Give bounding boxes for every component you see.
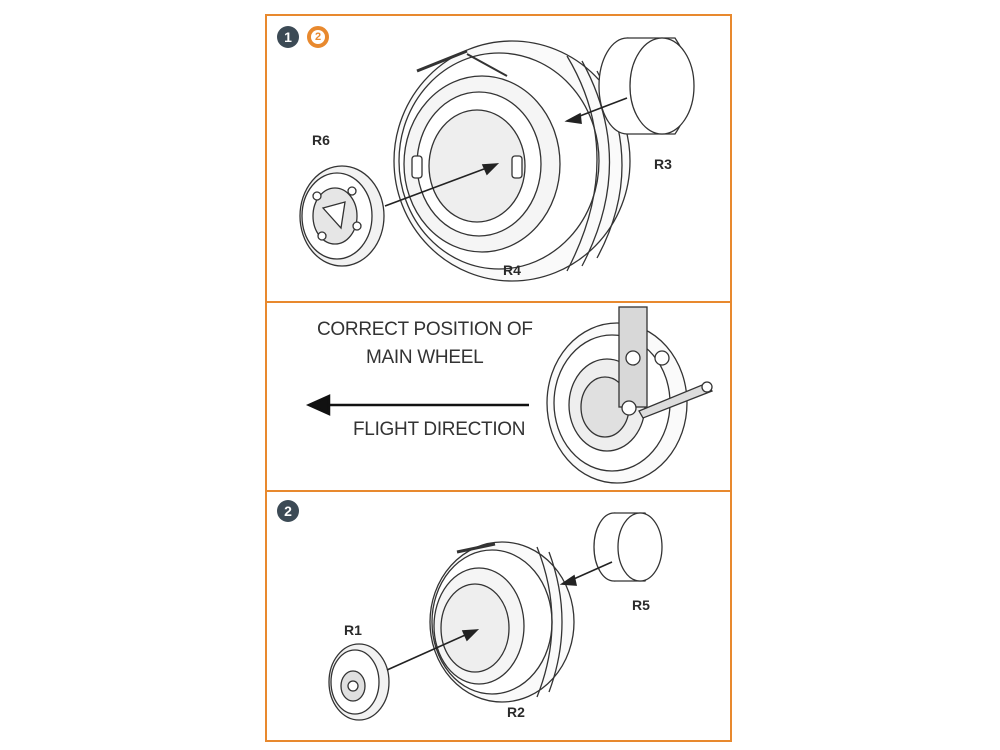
step-2-number: 2 <box>284 503 292 519</box>
main-wheel-drawing <box>305 306 713 484</box>
flight-direction-arrow <box>305 394 529 416</box>
step-1-drawing <box>299 37 695 282</box>
step-2-arrows <box>386 561 613 671</box>
step-1-badge: 1 <box>277 26 299 48</box>
hub-r1 <box>328 643 390 721</box>
position-note-panel: CORRECT POSITION OF MAIN WHEEL FLIGHT DI… <box>265 301 732 492</box>
step-1-panel: 1 2 <box>265 14 732 303</box>
step-1-number: 1 <box>284 29 292 45</box>
step-2-drawing <box>328 512 663 721</box>
hub-r6 <box>299 165 385 267</box>
flight-direction-label: FLIGHT DIRECTION <box>353 419 526 440</box>
assembled-main-wheel <box>546 306 713 484</box>
cap-r3 <box>598 37 695 135</box>
step-2-panel: 2 R1 R2 R5 <box>265 490 732 742</box>
label-r5: R5 <box>632 597 650 613</box>
step-2-badge: 2 <box>277 500 299 522</box>
label-r1: R1 <box>344 622 362 638</box>
cap-r5 <box>593 512 663 582</box>
tire-r4 <box>393 40 631 282</box>
label-r4: R4 <box>503 262 521 278</box>
label-r2: R2 <box>507 704 525 720</box>
label-r3: R3 <box>654 156 672 172</box>
step-2-reference-number: 2 <box>311 30 325 44</box>
label-r6: R6 <box>312 132 330 148</box>
note-line-1: CORRECT POSITION OF <box>317 319 533 340</box>
note-line-2: MAIN WHEEL <box>366 347 484 368</box>
step-1-arrows <box>384 97 628 207</box>
step-2-reference-badge: 2 <box>307 26 329 48</box>
tire-r2 <box>429 541 575 703</box>
